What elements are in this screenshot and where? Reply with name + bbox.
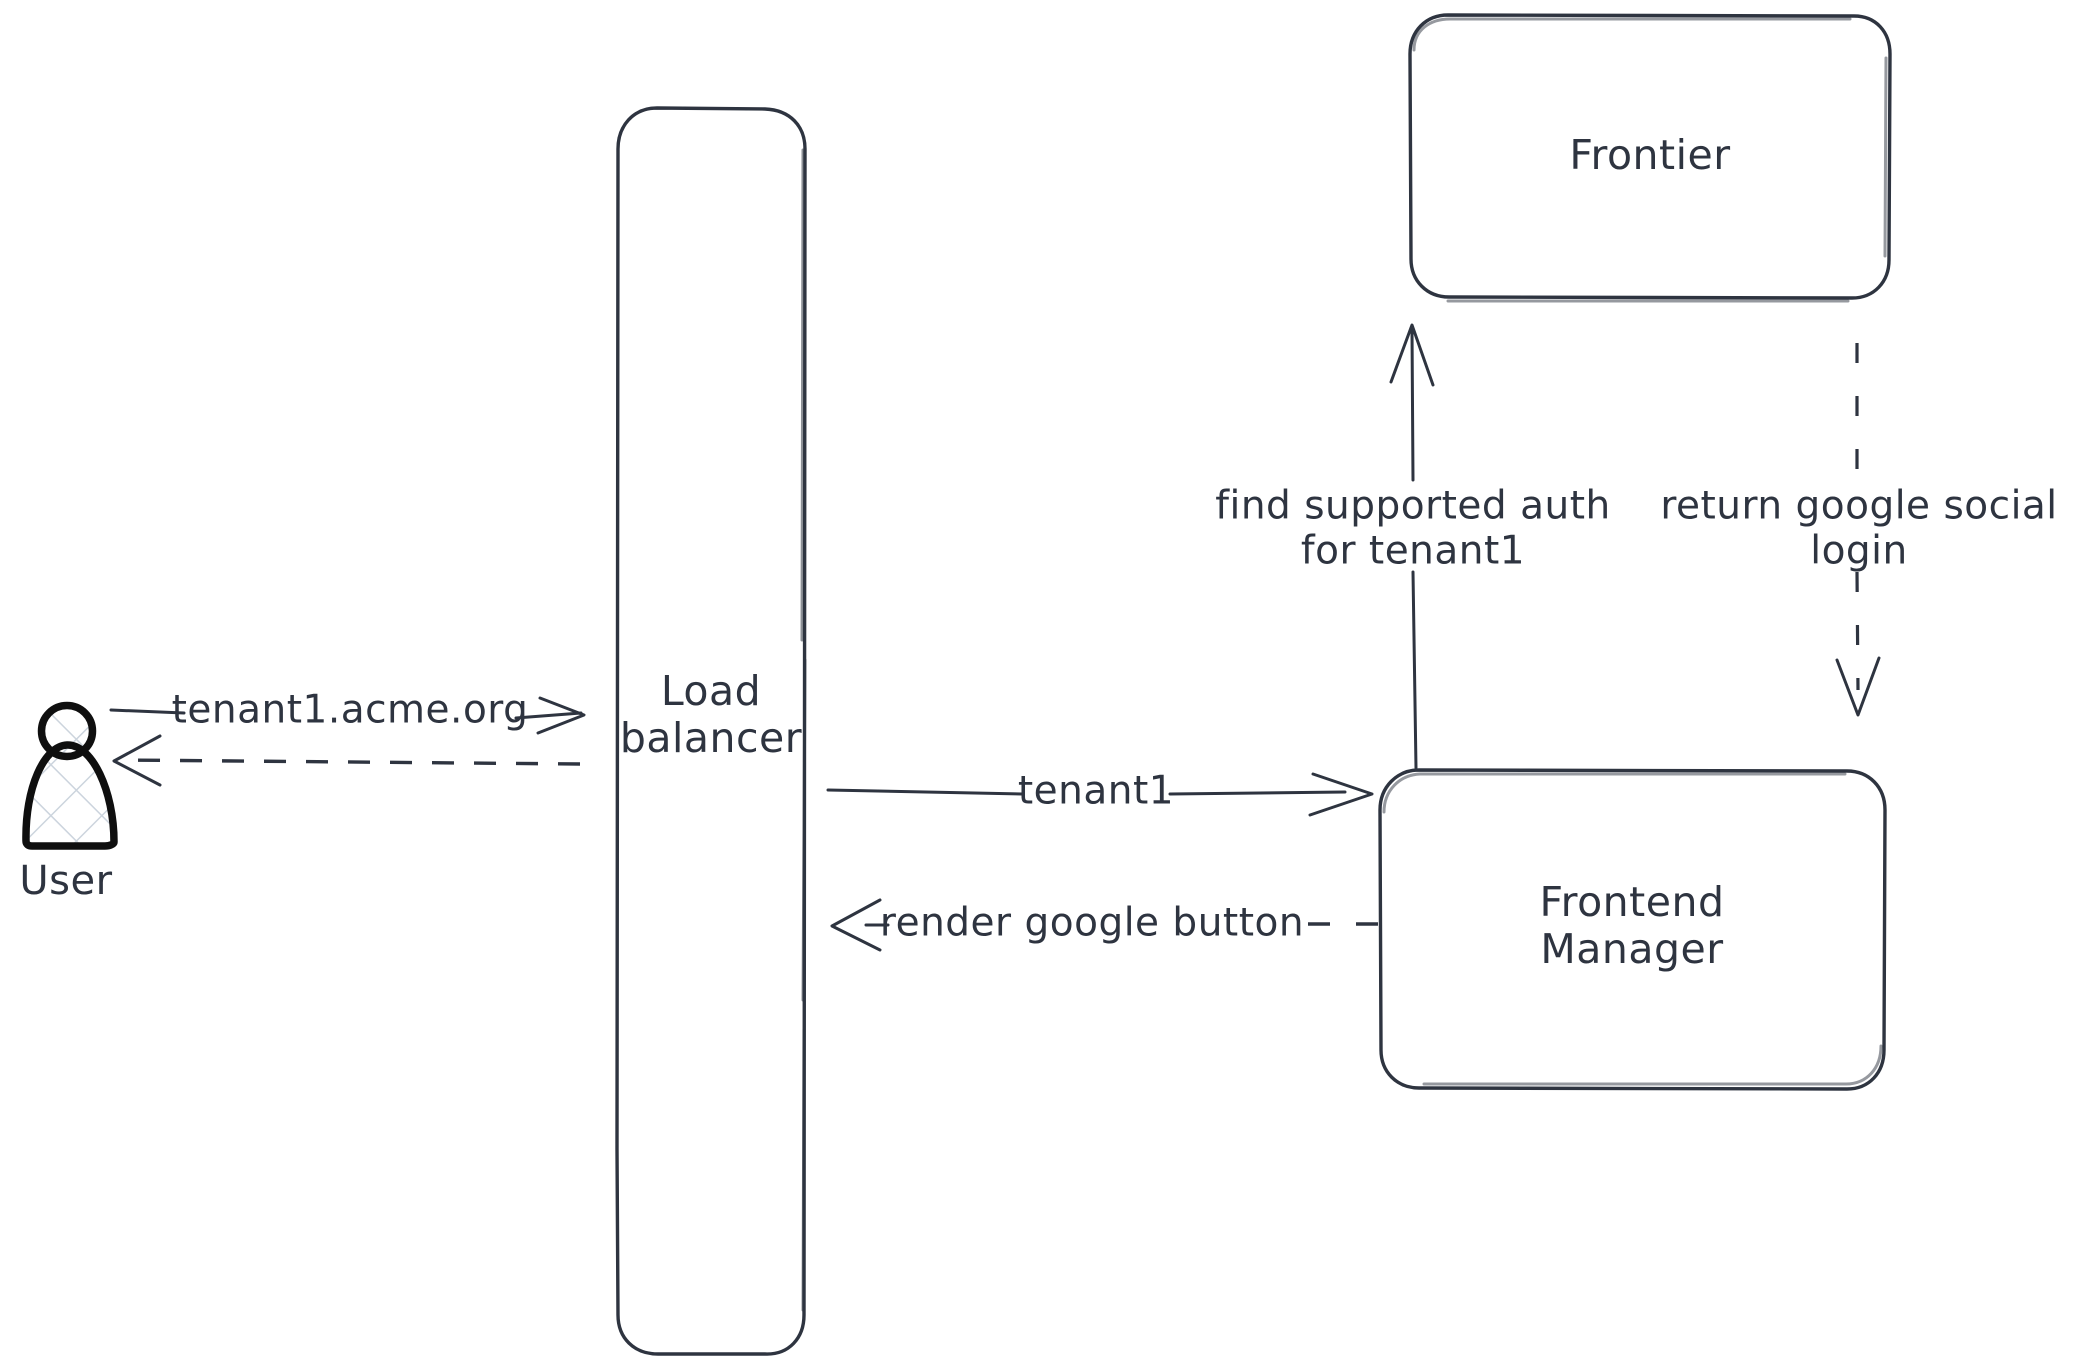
edge-fm-to-lb-arrowhead — [830, 898, 882, 952]
edge-lb-to-fm[interactable]: tenant1 — [826, 769, 1374, 817]
edge-lb-to-fm-label: tenant1 — [1018, 769, 1174, 814]
node-user[interactable]: User — [19, 701, 118, 905]
frontend-manager-label-line1: Frontend — [1540, 878, 1725, 926]
edge-frontier-to-fm-line-lower — [1855, 571, 1860, 691]
edge-frontier-to-fm-arrowhead — [1835, 656, 1881, 717]
edge-user-to-lb[interactable]: tenant1.acme.org — [109, 688, 586, 735]
load-balancer-label-line1: Load — [661, 667, 761, 715]
frontend-manager-shape — [1378, 768, 1887, 1091]
edge-fm-to-lb-label: render google button — [880, 901, 1304, 946]
user-head-icon — [42, 706, 92, 756]
load-balancer-label-line2: balancer — [620, 714, 802, 762]
edge-fm-to-frontier[interactable]: find supported auth for tenant1 — [1215, 323, 1610, 770]
frontier-shape-overdraw — [1412, 17, 1888, 303]
load-balancer-shape-overdraw — [800, 148, 807, 1312]
node-frontier[interactable]: Frontier — [1408, 13, 1892, 303]
edge-lb-to-user-line — [121, 758, 581, 766]
edge-user-to-lb-line-right — [514, 711, 583, 720]
edge-lb-to-fm-line-right — [1168, 790, 1347, 796]
edge-fm-to-frontier-line-upper — [1410, 328, 1415, 482]
edge-lb-to-user-arrowhead — [112, 734, 162, 787]
edge-user-to-lb-arrowhead — [536, 696, 586, 735]
edge-lb-to-fm-arrowhead — [1308, 772, 1374, 817]
user-label: User — [19, 858, 112, 904]
node-load-balancer[interactable]: Load balancer — [615, 106, 807, 1356]
node-frontend-manager[interactable]: Frontend Manager — [1378, 768, 1887, 1091]
edge-frontier-to-fm[interactable]: return google social login — [1660, 343, 2057, 717]
frontend-manager-label-line2: Manager — [1540, 925, 1723, 973]
user-head-outline — [37, 701, 97, 761]
edge-frontier-to-fm-label-line2: login — [1810, 529, 1908, 574]
edge-fm-to-frontier-line-lower — [1411, 570, 1418, 770]
frontend-manager-shape-overdraw — [1382, 772, 1883, 1086]
frontier-label: Frontier — [1569, 131, 1730, 179]
edge-user-to-lb-line — [109, 708, 186, 715]
frontier-shape — [1408, 13, 1892, 300]
load-balancer-shape — [615, 106, 807, 1356]
edge-lb-to-fm-line-left — [826, 788, 1024, 796]
edge-fm-to-frontier-label-line2: for tenant1 — [1301, 529, 1525, 574]
edge-fm-to-frontier-label-line1: find supported auth — [1215, 484, 1610, 529]
user-body-icon — [27, 748, 113, 845]
edge-user-to-lb-label: tenant1.acme.org — [172, 688, 529, 733]
edge-frontier-to-fm-label-line1: return google social — [1660, 484, 2057, 529]
edge-lb-to-user[interactable] — [112, 734, 581, 787]
edge-fm-to-lb[interactable]: render google button — [830, 898, 1378, 952]
edge-fm-to-frontier-arrowhead — [1389, 323, 1435, 387]
user-body-outline — [22, 741, 118, 850]
